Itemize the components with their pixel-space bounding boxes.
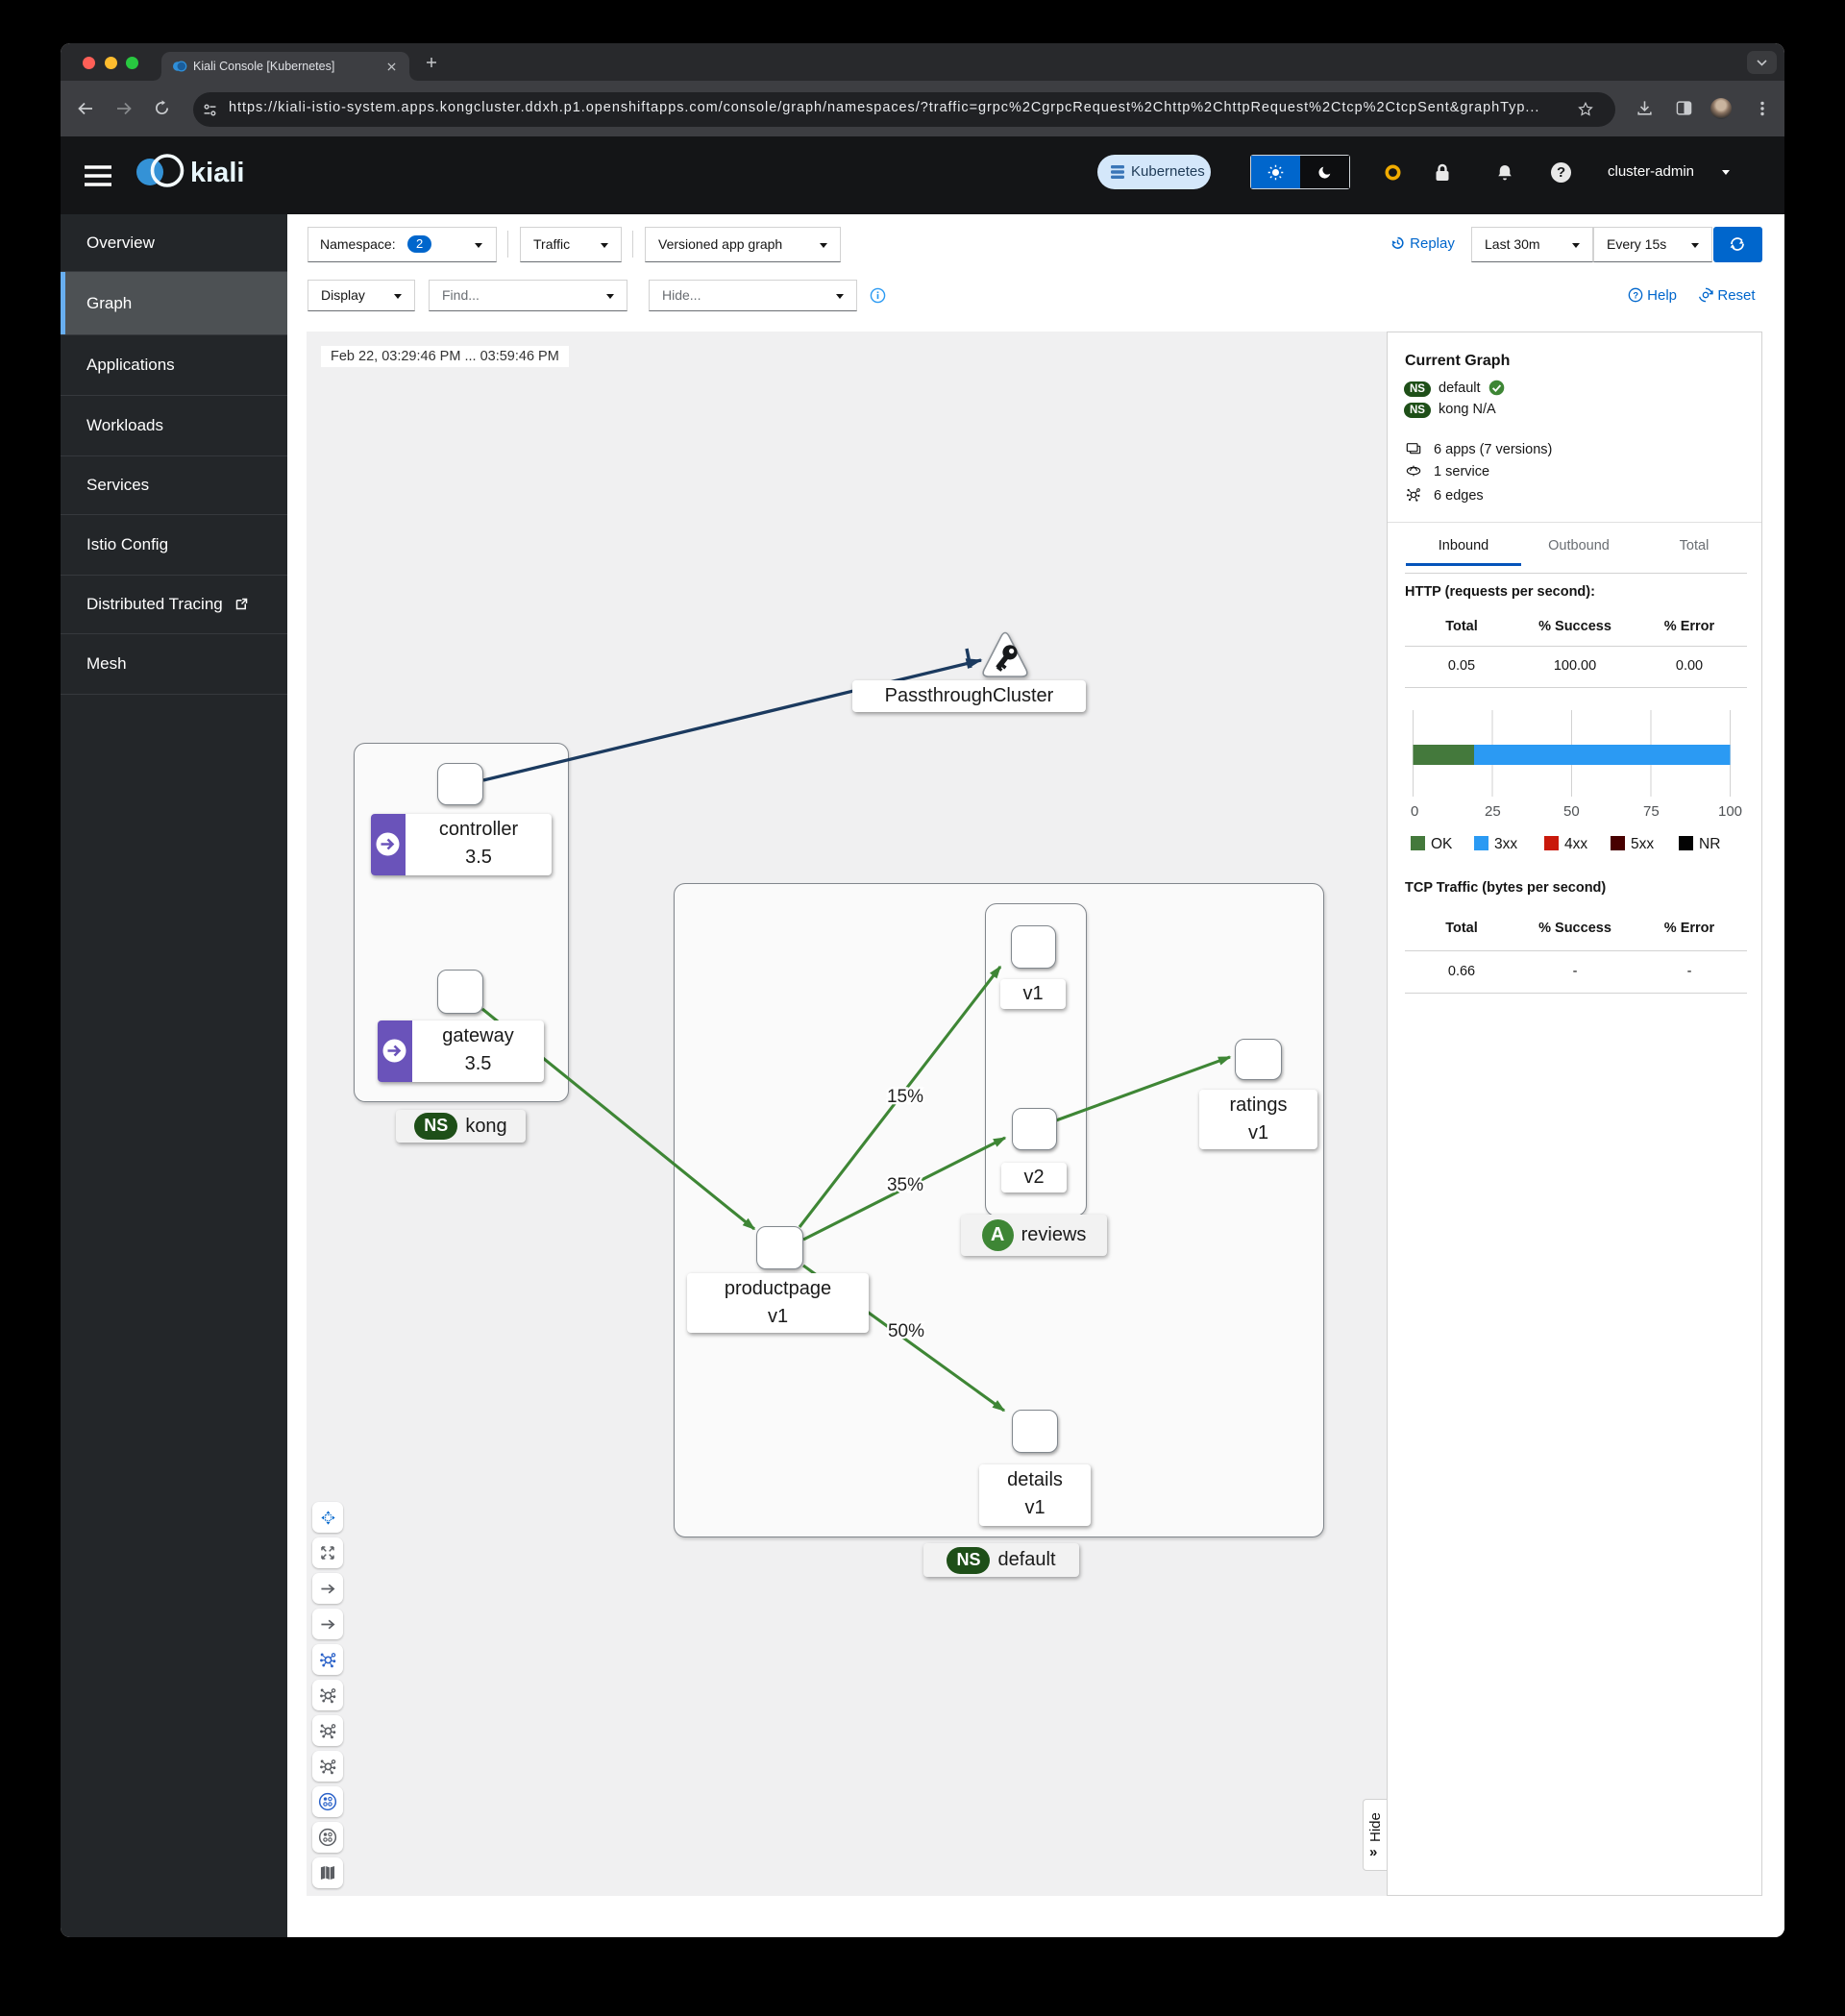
svg-text:15%: 15% [887,1087,923,1107]
svg-text:100: 100 [1718,803,1742,820]
svg-text:3xx: 3xx [1494,836,1517,852]
svg-text:NR: NR [1699,836,1720,852]
svg-text:50: 50 [1563,803,1580,820]
svg-text:kiali: kiali [190,158,244,188]
svg-text:4xx: 4xx [1564,836,1587,852]
svg-text:OK: OK [1431,836,1453,852]
svg-text:5xx: 5xx [1631,836,1654,852]
svg-text:50%: 50% [888,1321,924,1341]
svg-text:75: 75 [1643,803,1660,820]
svg-text:?: ? [1633,290,1638,300]
svg-text:0: 0 [1411,803,1418,820]
svg-text:35%: 35% [887,1175,923,1195]
svg-text:25: 25 [1485,803,1501,820]
